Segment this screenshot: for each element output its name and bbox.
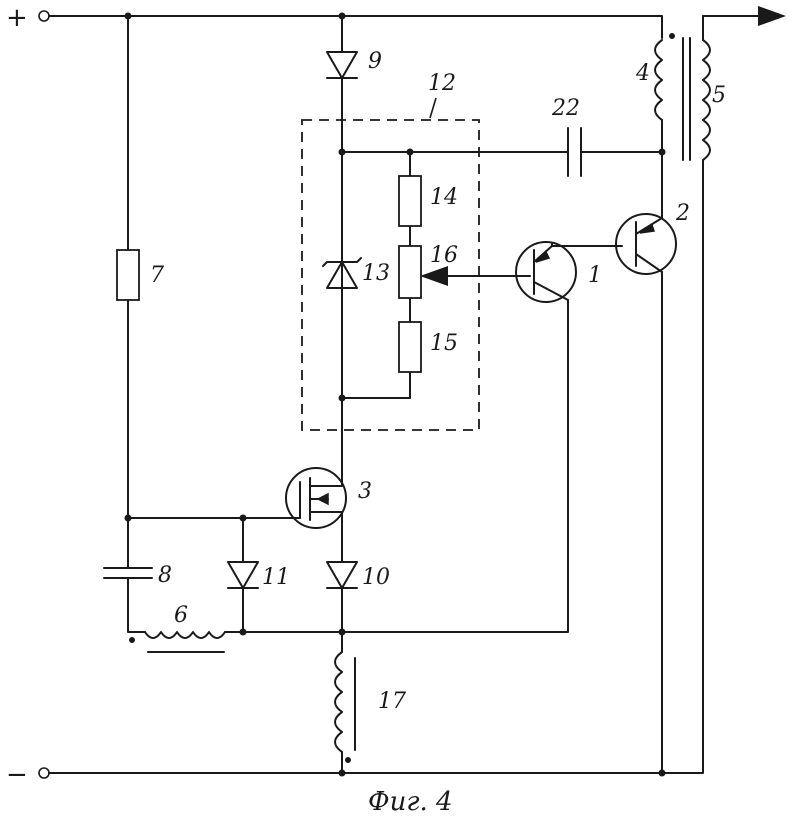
transistor-3-label: 3 <box>358 479 372 504</box>
capacitor-8-label: 8 <box>158 563 172 588</box>
capacitor-22 <box>568 128 581 176</box>
inductor-6 <box>129 632 342 652</box>
diode-11-label: 11 <box>262 565 290 590</box>
inductor-17 <box>335 652 355 773</box>
resistor-14 <box>399 176 421 226</box>
potentiometer-16-label: 16 <box>430 243 458 268</box>
transistor-1-label: 1 <box>588 263 602 288</box>
diode-11 <box>228 562 258 588</box>
winding-4-label: 4 <box>635 61 650 86</box>
transistor-1 <box>516 242 576 302</box>
resistor-14-label: 14 <box>430 185 458 210</box>
plus-terminal: + <box>6 3 49 33</box>
diode-10 <box>327 562 357 588</box>
transistor-2 <box>616 214 676 274</box>
plus-terminal-label: + <box>6 3 28 33</box>
potentiometer-16 <box>399 246 421 298</box>
minus-terminal: − <box>6 760 49 790</box>
resistor-15-label: 15 <box>430 331 458 356</box>
transistor-2-label: 2 <box>675 201 690 226</box>
transformer-core <box>683 38 690 160</box>
inductor-6-label: 6 <box>174 603 188 628</box>
block-12-label: 12 <box>428 71 456 96</box>
diode-9-label: 9 <box>368 49 382 74</box>
winding-5-label: 5 <box>712 83 726 108</box>
resistor-7-label: 7 <box>150 263 164 288</box>
winding-5 <box>703 40 710 168</box>
transistor-3 <box>286 468 346 528</box>
top-rail-wire <box>49 16 662 38</box>
junction-dots <box>125 13 666 777</box>
left-column-wire <box>128 16 145 632</box>
resistor-15 <box>399 322 421 372</box>
resistor-7 <box>117 250 139 300</box>
minus-terminal-label: − <box>6 760 28 790</box>
inductor-17-label: 17 <box>378 689 406 714</box>
winding-4 <box>655 33 675 120</box>
diode-10-label: 10 <box>362 565 390 590</box>
figure-caption: Фиг. 4 <box>368 787 453 817</box>
capacitor-8 <box>104 568 152 578</box>
zener-13-label: 13 <box>362 261 390 286</box>
bottom-rail-wire <box>49 168 703 773</box>
block-12-leader <box>430 98 436 118</box>
capacitor-22-label: 22 <box>551 96 580 121</box>
diode-9 <box>327 52 357 78</box>
